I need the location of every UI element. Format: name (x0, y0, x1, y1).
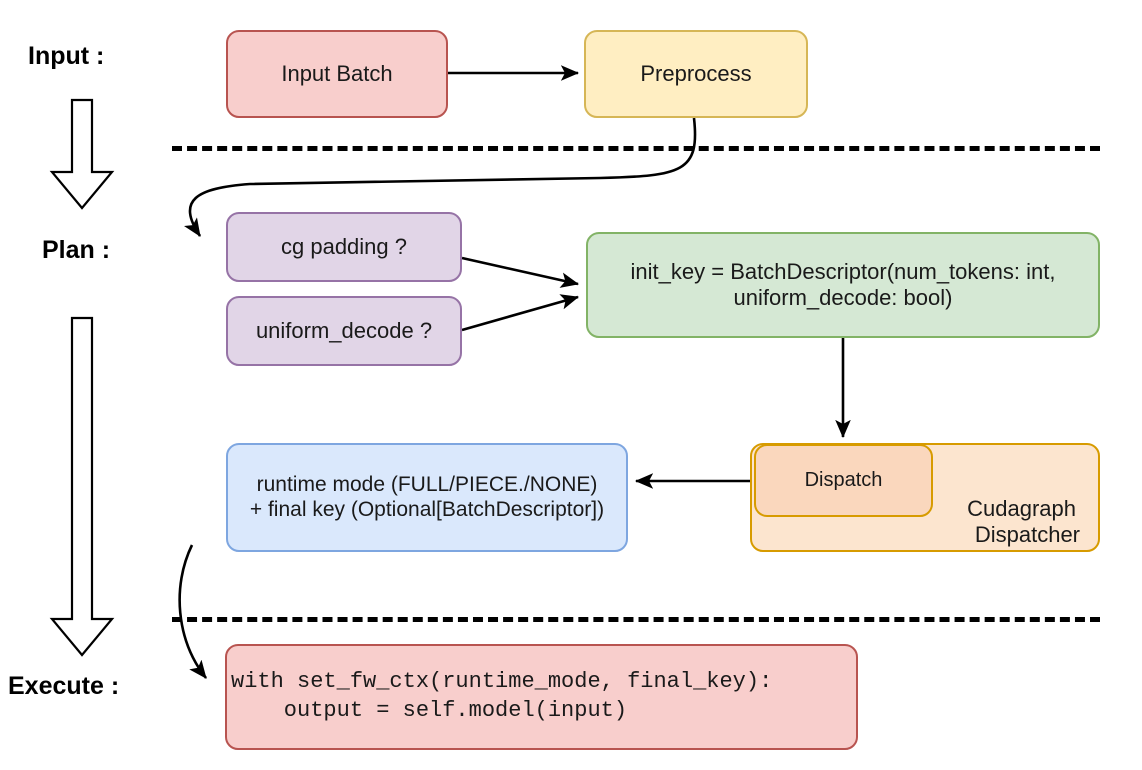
plan-execute-separator (172, 617, 1100, 622)
node-uniform-decode[interactable]: uniform_decode ? (226, 296, 462, 366)
node-execute-code-line1: with set_fw_ctx(runtime_mode, final_key)… (231, 669, 773, 695)
node-init-key[interactable]: init_key = BatchDescriptor(num_tokens: i… (586, 232, 1100, 338)
plan-to-execute-arrow (49, 316, 115, 657)
node-runtime-mode-line1: runtime mode (FULL/PIECE./NONE) (256, 472, 598, 496)
stage-label-plan: Plan : (42, 236, 111, 264)
edge-uniformdecode-to-initkey (461, 294, 580, 332)
node-cudagraph-dispatcher-line1: Cudagraph (967, 496, 1076, 522)
edge-runtimemode-to-executecode (178, 544, 208, 679)
node-preprocess[interactable]: Preprocess (584, 30, 808, 118)
stage-label-input: Input : (28, 42, 105, 70)
node-init-key-line2: uniform_decode: bool) (733, 285, 953, 310)
node-init-key-line1: init_key = BatchDescriptor(num_tokens: i… (630, 259, 1056, 285)
node-runtime-mode-line2: + final key (Optional[BatchDescriptor]) (249, 497, 605, 521)
stage-label-execute: Execute : (8, 672, 120, 700)
edge-cgpadding-to-initkey (461, 256, 580, 288)
node-runtime-mode[interactable]: runtime mode (FULL/PIECE./NONE) + final … (226, 443, 628, 552)
node-cg-padding[interactable]: cg padding ? (226, 212, 462, 282)
node-cudagraph-dispatcher-line2: Dispatcher (974, 522, 1080, 548)
node-execute-code[interactable]: with set_fw_ctx(runtime_mode, final_key)… (225, 644, 858, 750)
input-plan-separator (172, 146, 1100, 151)
node-dispatch[interactable]: Dispatch (754, 444, 933, 517)
node-execute-code-line2: output = self.model(input) (231, 698, 628, 723)
node-input-batch[interactable]: Input Batch (226, 30, 448, 118)
input-to-plan-arrow (49, 98, 115, 210)
